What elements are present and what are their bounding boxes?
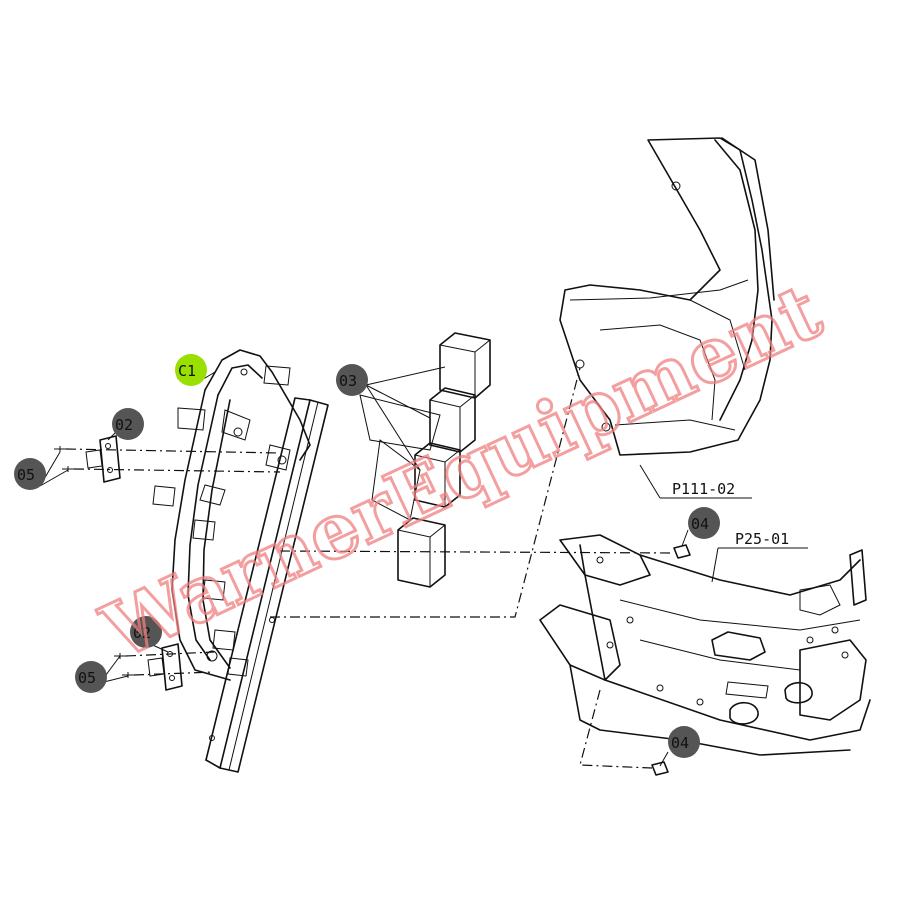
callout-02-lower[interactable]: 02: [130, 616, 162, 648]
weight-blocks-part: [359, 332, 491, 588]
front-frame-part: [152, 349, 329, 773]
svg-text:C1: C1: [178, 362, 196, 380]
svg-text:03: 03: [339, 372, 357, 390]
reference-labels: P111-02 P25-01: [672, 480, 789, 548]
assembly-lines: [65, 367, 675, 769]
callout-05-upper[interactable]: 05: [14, 458, 46, 490]
callout-02-upper[interactable]: 02: [112, 408, 144, 440]
hood-part: [559, 137, 775, 456]
svg-text:02: 02: [115, 416, 133, 434]
svg-text:04: 04: [691, 515, 709, 533]
reference-p25-01[interactable]: P25-01: [735, 530, 789, 548]
callout-c1[interactable]: C1: [175, 354, 207, 386]
svg-text:02: 02: [133, 624, 151, 642]
reference-p111-02[interactable]: P111-02: [672, 480, 735, 498]
svg-text:05: 05: [17, 466, 35, 484]
callout-05-lower[interactable]: 05: [75, 661, 107, 693]
main-frame-part: [539, 534, 871, 756]
svg-text:04: 04: [671, 734, 689, 752]
callouts: C1 02 02 03 04 04 05 05: [14, 354, 720, 758]
callout-03[interactable]: 03: [336, 364, 368, 396]
svg-text:05: 05: [78, 669, 96, 687]
callout-04-upper[interactable]: 04: [688, 507, 720, 539]
callout-04-lower[interactable]: 04: [668, 726, 700, 758]
